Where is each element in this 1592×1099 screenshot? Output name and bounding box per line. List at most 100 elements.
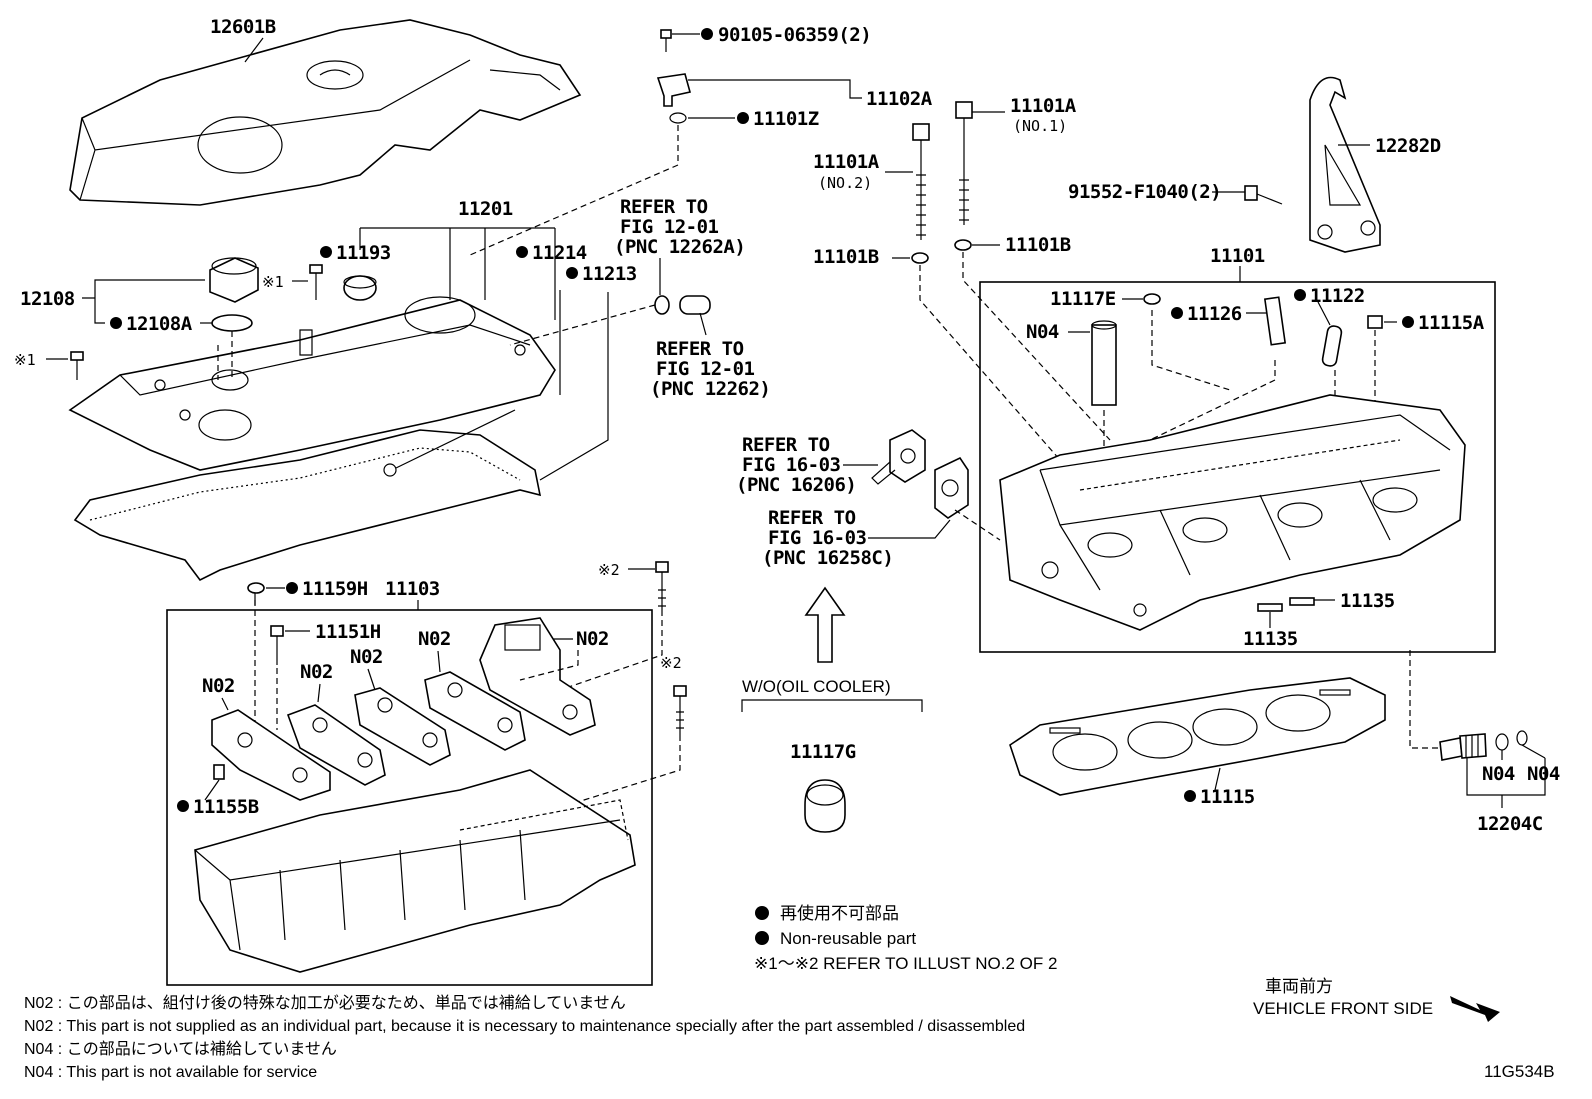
tube-N04-drawing[interactable] <box>1091 320 1117 406</box>
plug-11117G-drawing[interactable] <box>804 779 846 833</box>
cam-housing-box <box>166 609 653 986</box>
label-11117E[interactable]: 11117E <box>1050 288 1116 310</box>
camshaft-bearing-cap-2-drawing[interactable] <box>286 704 386 786</box>
bolt-mark1-drawing[interactable] <box>309 264 323 300</box>
legend-non-reusable-en: Non-reusable part <box>780 929 916 948</box>
refer-d-line2: FIG 16-03 <box>768 527 867 549</box>
label-N02-3[interactable]: N02 <box>350 646 383 668</box>
label-11101A-no1[interactable]: 11101A <box>1010 95 1077 117</box>
label-90105[interactable]: 90105-06359(2) <box>718 24 872 46</box>
legend-refer-illust: ※1～※2 REFER TO ILLUST NO.2 OF 2 <box>754 954 1057 973</box>
label-12282D[interactable]: 12282D <box>1375 135 1441 157</box>
label-12601B[interactable]: 12601B <box>210 16 276 38</box>
label-11101A-no2[interactable]: 11101A <box>813 151 880 173</box>
label-11115[interactable]: 11115 <box>1200 786 1255 808</box>
bolt-mark2-b-drawing[interactable] <box>673 685 687 735</box>
footnote-3: N04 : この部品については補給していません <box>24 1040 337 1058</box>
label-11135-right[interactable]: 11135 <box>1340 590 1395 612</box>
label-12108[interactable]: 12108 <box>20 288 75 310</box>
label-11101[interactable]: 11101 <box>1210 245 1265 267</box>
pcv-hose-clip-drawing[interactable] <box>654 295 711 315</box>
o-ring-drawing[interactable] <box>669 112 687 124</box>
head-bolt-no1-drawing[interactable] <box>955 101 973 225</box>
label-11126[interactable]: 11126 <box>1187 303 1242 325</box>
label-N02-4[interactable]: N02 <box>418 628 451 650</box>
water-outlet-drawing[interactable] <box>871 429 926 485</box>
label-N04-a[interactable]: N04 <box>1482 763 1515 785</box>
cylinder-head-cover-drawing[interactable] <box>68 296 556 471</box>
camshaft-bearing-cap-4-drawing[interactable] <box>424 671 526 751</box>
label-11201[interactable]: 11201 <box>458 198 513 220</box>
bolt-mark2-a-drawing[interactable] <box>655 561 669 610</box>
head-bolt-no2-drawing[interactable] <box>912 123 930 240</box>
o-ring-N04-b[interactable] <box>1516 730 1528 746</box>
oil-filler-cap-drawing[interactable] <box>209 257 259 303</box>
pin-11122-drawing[interactable] <box>1321 325 1343 367</box>
label-11101A-no1-sub: (NO.1) <box>1013 117 1067 135</box>
outlet-gasket-drawing[interactable] <box>934 456 969 519</box>
label-12204C[interactable]: 12204C <box>1477 813 1543 835</box>
label-11122[interactable]: 11122 <box>1310 285 1365 307</box>
cam-sensor-bolt-drawing[interactable] <box>660 29 672 52</box>
camshaft-bearing-cap-3-drawing[interactable] <box>354 687 451 766</box>
pin-11126-drawing[interactable] <box>1263 296 1287 346</box>
label-11101B-left[interactable]: 11101B <box>813 246 879 268</box>
engine-hanger-hook-drawing[interactable] <box>1309 76 1381 253</box>
label-N04-b[interactable]: N04 <box>1527 763 1560 785</box>
cylinder-head-gasket-drawing[interactable] <box>1009 677 1386 796</box>
washer-right-drawing[interactable] <box>954 239 972 251</box>
label-11101Z[interactable]: 11101Z <box>753 108 819 130</box>
label-11135-bottom[interactable]: 11135 <box>1243 628 1298 650</box>
pins-11135-drawing[interactable] <box>1257 597 1315 612</box>
non-reusable-dot <box>1184 790 1196 802</box>
footnote-1: N02 : この部品は、組付け後の特殊な加工が必要なため、単品では補給していませ… <box>24 994 626 1012</box>
label-11101B-right[interactable]: 11101B <box>1005 234 1071 256</box>
label-11193[interactable]: 11193 <box>336 242 391 264</box>
washer-left-drawing[interactable] <box>911 252 929 264</box>
label-91552[interactable]: 91552-F1040(2) <box>1068 181 1222 203</box>
legend-dot-en <box>755 931 769 945</box>
cam-sensor-drawing[interactable] <box>656 73 691 107</box>
label-11117G[interactable]: 11117G <box>790 741 856 763</box>
label-N04-top[interactable]: N04 <box>1026 321 1059 343</box>
up-arrow-icon <box>804 586 846 663</box>
footnote-4: N04 : This part is not available for ser… <box>24 1064 317 1081</box>
pin-11155B-drawing[interactable] <box>213 764 225 780</box>
seal-11159H-drawing[interactable] <box>247 582 265 594</box>
engine-cover-drawing[interactable] <box>69 19 582 206</box>
mark-2-b: ※2 <box>660 654 682 672</box>
label-11102A[interactable]: 11102A <box>866 88 933 110</box>
non-reusable-dot <box>1294 289 1306 301</box>
bolt-mark1-left-drawing[interactable] <box>70 351 84 380</box>
plug-11115A-drawing[interactable] <box>1367 315 1383 329</box>
camshaft-bearing-cap-1-drawing[interactable] <box>211 709 331 801</box>
label-11151H[interactable]: 11151H <box>315 621 381 643</box>
o-ring-N04-a[interactable] <box>1495 733 1509 751</box>
label-11159H[interactable]: 11159H <box>302 578 368 600</box>
direction-en: VEHICLE FRONT SIDE <box>1253 999 1433 1018</box>
label-11155B[interactable]: 11155B <box>193 796 259 818</box>
camshaft-housing-drawing[interactable] <box>194 769 636 973</box>
refer-a-line3: (PNC 12262A) <box>614 236 745 258</box>
hook-bolt-drawing[interactable] <box>1244 185 1283 205</box>
label-N02-5[interactable]: N02 <box>576 628 609 650</box>
mark-2-a: ※2 <box>598 561 620 579</box>
footnote-2: N02 : This part is not supplied as an in… <box>24 1018 1025 1035</box>
label-11213[interactable]: 11213 <box>582 263 637 285</box>
camshaft-bearing-cap-5-drawing[interactable] <box>479 617 596 736</box>
non-reusable-dot <box>516 246 528 258</box>
non-reusable-dot <box>177 800 189 812</box>
bolt-11151H-drawing[interactable] <box>270 625 284 665</box>
label-11214[interactable]: 11214 <box>532 242 587 264</box>
label-N02-2[interactable]: N02 <box>300 661 333 683</box>
union-12204C-drawing[interactable] <box>1439 733 1487 761</box>
plug-11117E-drawing[interactable] <box>1143 293 1161 305</box>
cap-gasket-drawing[interactable] <box>211 314 253 332</box>
label-11103[interactable]: 11103 <box>385 578 440 600</box>
label-11115A[interactable]: 11115A <box>1418 312 1485 334</box>
label-N02-1[interactable]: N02 <box>202 675 235 697</box>
head-cover-gasket-drawing[interactable] <box>73 429 542 582</box>
label-12108A[interactable]: 12108A <box>126 313 193 335</box>
non-reusable-dot <box>286 582 298 594</box>
cylinder-head-drawing[interactable] <box>999 394 1466 631</box>
